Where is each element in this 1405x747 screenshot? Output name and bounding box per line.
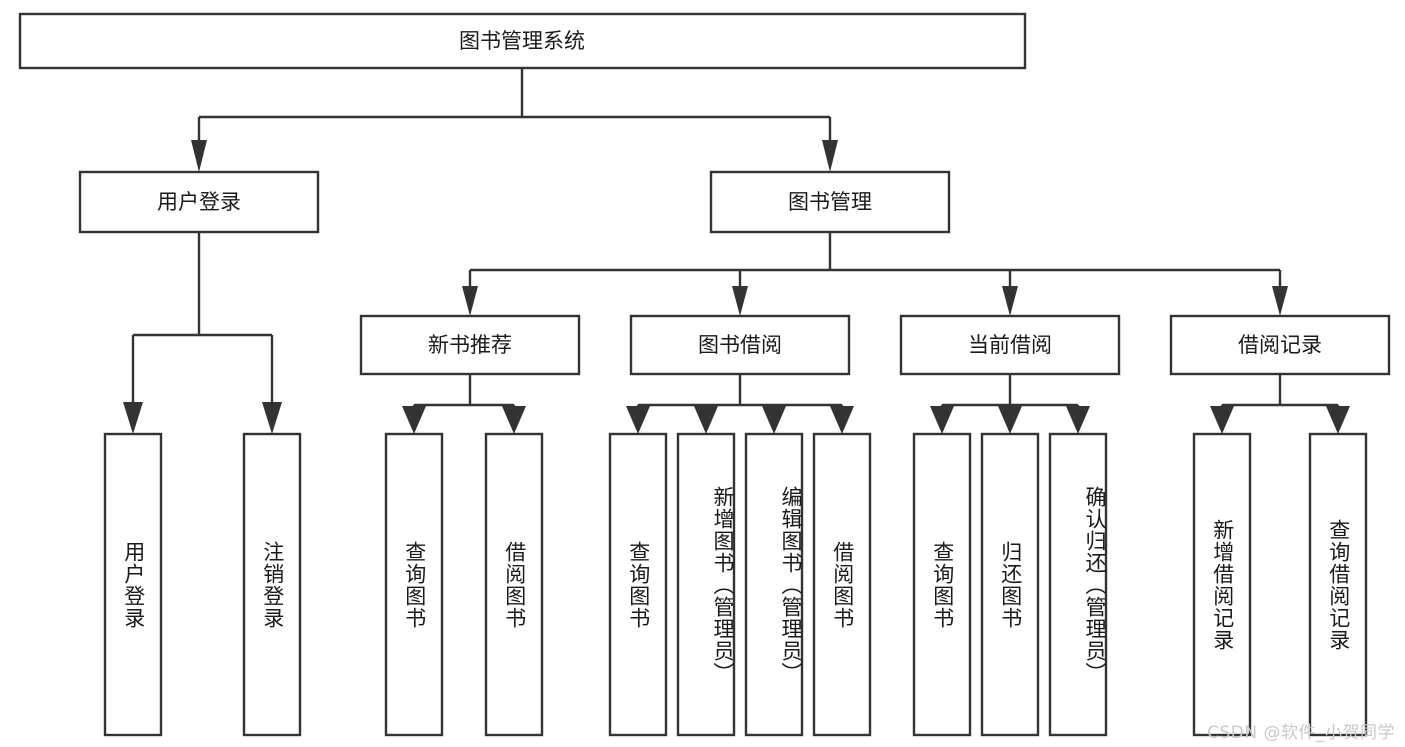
arrow-head-icon — [930, 406, 954, 434]
node-root-label: 图书管理系统 — [459, 29, 585, 53]
connector-borrow-record-to-leaves — [1210, 374, 1350, 434]
node-root-box — [18, 12, 1027, 70]
connector-new-book-recommend-to-leaves — [402, 374, 526, 434]
connector-root-to-level2 — [191, 68, 838, 172]
node-new-book-recommend-label: 新书推荐 — [428, 333, 512, 357]
leaf-box-current-borrow-1[interactable] — [980, 432, 1040, 737]
arrow-head-icon — [830, 406, 854, 434]
node-user-login-label: 用户登录 — [157, 190, 241, 214]
node-book-management[interactable]: 图书管理 — [709, 170, 951, 234]
node-book-borrow-label: 图书借阅 — [698, 333, 782, 357]
leaf-box-book-borrow-0[interactable] — [608, 432, 668, 737]
node-borrow-record-label: 借阅记录 — [1238, 333, 1322, 357]
leaf-box-borrow-record-0[interactable] — [1192, 432, 1252, 737]
connector-current-borrow-to-leaves — [930, 374, 1090, 434]
node-current-borrow-box — [899, 314, 1121, 376]
connector-book-management-to-level3 — [462, 232, 1288, 316]
arrow-head-icon — [1326, 406, 1350, 434]
leaf-box-book-borrow-3[interactable] — [812, 432, 872, 737]
node-root[interactable]: 图书管理系统 — [18, 12, 1027, 70]
csdn-watermark: CSDN @软件_小贺同学 — [1207, 723, 1395, 743]
node-book-management-label: 图书管理 — [788, 190, 872, 214]
connector-user-login-to-leaves — [123, 232, 282, 434]
arrow-head-icon — [732, 286, 748, 316]
arrow-head-icon — [1066, 406, 1090, 434]
leaf-box-user-login-1[interactable] — [242, 432, 302, 737]
arrow-head-icon — [123, 402, 143, 434]
arrow-head-icon — [822, 140, 838, 172]
leaf-box-user-login-0[interactable] — [103, 432, 163, 737]
arrow-head-icon — [462, 286, 478, 316]
leaf-box-borrow-record-1[interactable] — [1308, 432, 1368, 737]
leaf-box-new-book-0[interactable] — [384, 432, 444, 737]
leaf-box-new-book-1[interactable] — [484, 432, 544, 737]
node-new-book-recommend-box — [359, 314, 581, 376]
arrow-head-icon — [762, 406, 786, 434]
node-current-borrow-label: 当前借阅 — [968, 333, 1052, 357]
connector-book-borrow-to-leaves — [626, 374, 854, 434]
arrow-head-icon — [626, 406, 650, 434]
arrow-head-icon — [1210, 406, 1234, 434]
leaf-box-book-borrow-2[interactable] — [744, 432, 804, 737]
arrow-head-icon — [262, 402, 282, 434]
leaf-box-book-borrow-1[interactable] — [676, 432, 736, 737]
leaf-box-current-borrow-2[interactable] — [1048, 432, 1108, 737]
node-borrow-record[interactable]: 借阅记录 — [1169, 314, 1391, 376]
arrow-head-icon — [402, 406, 426, 434]
node-current-borrow[interactable]: 当前借阅 — [899, 314, 1121, 376]
node-user-login[interactable]: 用户登录 — [78, 170, 320, 234]
arrow-head-icon — [998, 406, 1022, 434]
arrow-head-icon — [502, 406, 526, 434]
node-new-book-recommend[interactable]: 新书推荐 — [359, 314, 581, 376]
arrow-head-icon — [694, 406, 718, 434]
node-book-borrow[interactable]: 图书借阅 — [629, 314, 851, 376]
leaf-box-current-borrow-0[interactable] — [912, 432, 972, 737]
arrow-head-icon — [1002, 286, 1018, 316]
node-user-login-box — [78, 170, 320, 234]
arrow-head-icon — [1272, 286, 1288, 316]
arrow-head-icon — [191, 140, 207, 172]
